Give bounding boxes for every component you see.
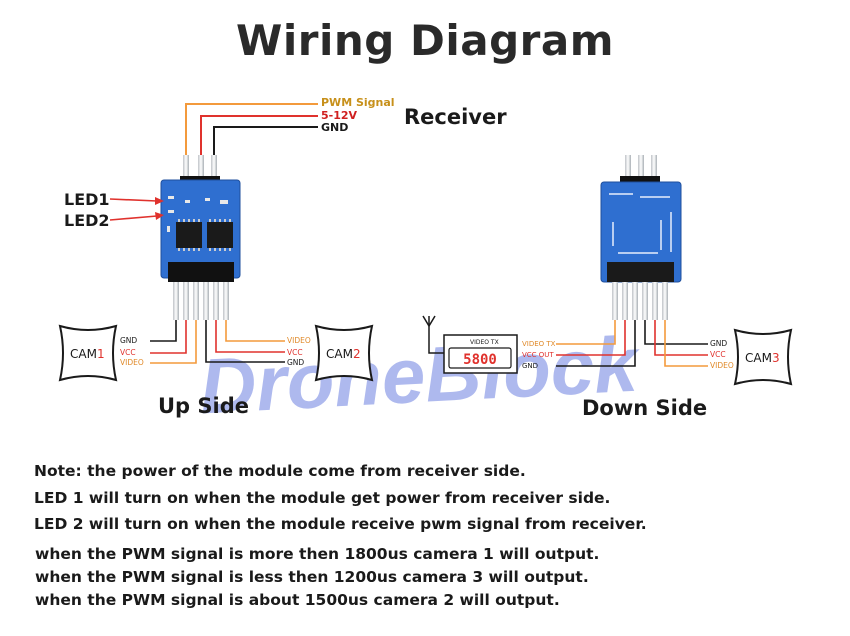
cam2-name: CAM: [326, 347, 353, 361]
pwm-conditions: when the PWM signal is more then 1800us …: [35, 543, 599, 612]
cam3-pin-gnd: GND: [710, 339, 727, 348]
note-line: LED 2 will turn on when the module recei…: [34, 515, 647, 533]
cam2-pin-gnd: GND: [287, 358, 304, 367]
pwm-signal-wire: [185, 103, 318, 160]
condition-line: when the PWM signal is about 1500us came…: [35, 591, 560, 609]
receiver-label: Receiver: [404, 105, 507, 129]
led1-label: LED1: [64, 190, 110, 209]
cam3: CAM3: [733, 328, 793, 386]
cam3-pin-video: VIDEO: [710, 361, 734, 370]
antenna-wire: [428, 326, 444, 354]
note-line: Note: the power of the module come from …: [34, 462, 526, 480]
cam1-number: 1: [97, 347, 105, 361]
vtx-pin-video: VIDEO TX: [522, 340, 556, 348]
cam2-number: 2: [353, 347, 361, 361]
led-arrows: [109, 197, 164, 221]
up-side-label: Up Side: [158, 394, 249, 418]
vtx-pin-gnd: GND: [522, 362, 538, 370]
condition-line: when the PWM signal is less then 1200us …: [35, 568, 589, 586]
power-wire: [200, 115, 318, 160]
vtx-title: VIDEO TX: [470, 339, 499, 346]
cam3-number: 3: [772, 351, 780, 365]
cam1-pin-gnd: GND: [120, 336, 137, 345]
page-title: Wiring Diagram: [236, 16, 614, 65]
down-side-label: Down Side: [582, 396, 707, 420]
receiver-wires: [185, 103, 318, 160]
notes: Note: the power of the module come from …: [34, 458, 647, 538]
svg-text:CAM2: CAM2: [326, 347, 361, 361]
gnd-label: GND: [321, 121, 348, 134]
condition-line: when the PWM signal is more then 1800us …: [35, 545, 600, 563]
watermark: DroneBlock: [198, 319, 643, 430]
vtx-display: 5800: [463, 352, 497, 368]
down-side-board: [600, 155, 682, 320]
video-transmitter: VIDEO TX 5800: [422, 315, 518, 374]
cam1-pin-video: VIDEO: [120, 358, 144, 367]
cam2-pin-video: VIDEO: [287, 336, 311, 345]
svg-text:CAM3: CAM3: [745, 351, 780, 365]
down-side-wires: [556, 320, 708, 367]
cam2: CAM2: [314, 324, 374, 382]
cam2-pin-vcc: VCC: [287, 348, 303, 357]
pwm-signal-label: PWM Signal: [321, 96, 395, 109]
up-side-camera-wires: [150, 320, 285, 364]
cam1-name: CAM: [70, 347, 97, 361]
led2-label: LED2: [64, 211, 110, 230]
note-line: LED 1 will turn on when the module get p…: [34, 488, 611, 507]
cam3-pin-vcc: VCC: [710, 350, 726, 359]
gnd-wire: [213, 126, 318, 160]
cam1-pin-vcc: VCC: [120, 348, 136, 357]
cam1: CAM1: [58, 324, 118, 382]
vtx-pin-vcc: VCC OUT: [522, 351, 554, 359]
svg-text:CAM1: CAM1: [70, 347, 105, 361]
power-label: 5-12V: [321, 109, 358, 122]
cam3-name: CAM: [745, 351, 772, 365]
up-side-board: [160, 155, 241, 320]
